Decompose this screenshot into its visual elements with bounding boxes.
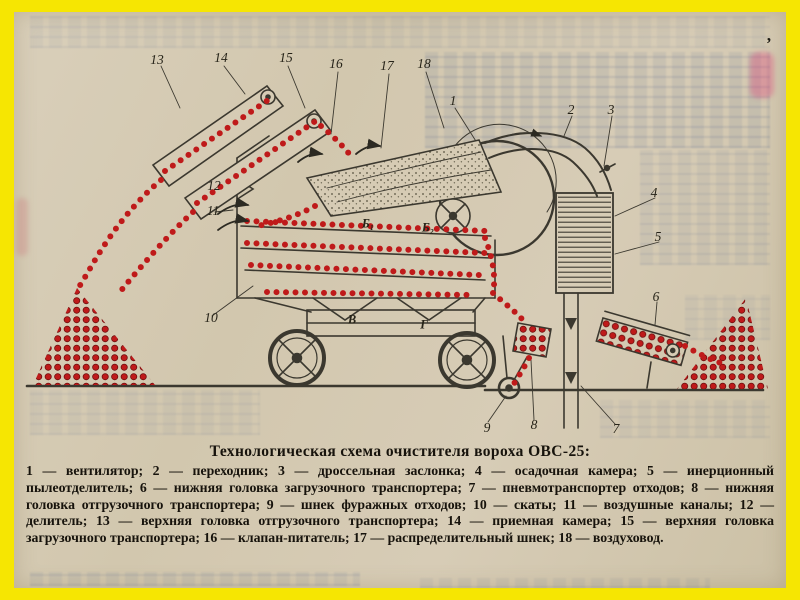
grain-flow <box>76 95 728 390</box>
figure-caption-title: Технологическая схема очистителя вороха … <box>209 443 591 460</box>
fan-pulley <box>435 198 471 234</box>
screens <box>240 225 492 281</box>
pen-mark: ’ <box>766 34 772 53</box>
figure-legend: 1 — вентилятор; 2 — переходник; 3 — дрос… <box>26 463 774 546</box>
callout-10: 10 <box>204 310 218 325</box>
callout-4: 4 <box>650 185 658 200</box>
waste-pneumo-channel <box>563 292 579 429</box>
receiving-chamber <box>305 139 503 217</box>
dust-separator-stack <box>555 192 614 294</box>
part-label-g: Г <box>420 317 428 332</box>
callout-14: 14 <box>214 50 228 65</box>
machine-diagram <box>25 65 768 429</box>
callout-8: 8 <box>530 417 538 432</box>
frame <box>254 297 508 379</box>
callout-3: 3 <box>607 102 615 117</box>
callout-7: 7 <box>612 421 620 436</box>
part-label-b1: Б₁ <box>361 216 375 231</box>
wheel-right <box>438 331 496 389</box>
loading-head-chute <box>595 310 691 389</box>
callout-15: 15 <box>279 50 293 65</box>
callout-5: 5 <box>654 229 662 244</box>
callout-2: 2 <box>567 102 575 117</box>
funnel-right <box>396 297 462 321</box>
callout-17: 17 <box>380 58 394 73</box>
funnel-left <box>312 297 378 321</box>
callout-13: 13 <box>150 52 164 67</box>
air-flow-arrows <box>217 138 382 231</box>
grain-pile-right <box>677 298 768 389</box>
callout-18: 18 <box>417 56 431 71</box>
callout-11: 11 <box>206 203 220 218</box>
wheel-left <box>268 329 326 387</box>
callout-9: 9 <box>483 420 491 435</box>
part-label-v: В <box>347 312 357 327</box>
callout-16: 16 <box>329 56 343 71</box>
grain-pile-left <box>33 288 155 385</box>
part-label-b2: Б₂ <box>421 220 435 235</box>
feed-auger-wheel <box>497 376 521 400</box>
air-duct <box>484 128 616 197</box>
callout-6: 6 <box>652 289 660 304</box>
unloading-head <box>512 322 552 381</box>
callout-1: 1 <box>449 93 457 108</box>
callout-12: 12 <box>207 178 221 193</box>
ground-line <box>25 384 765 392</box>
